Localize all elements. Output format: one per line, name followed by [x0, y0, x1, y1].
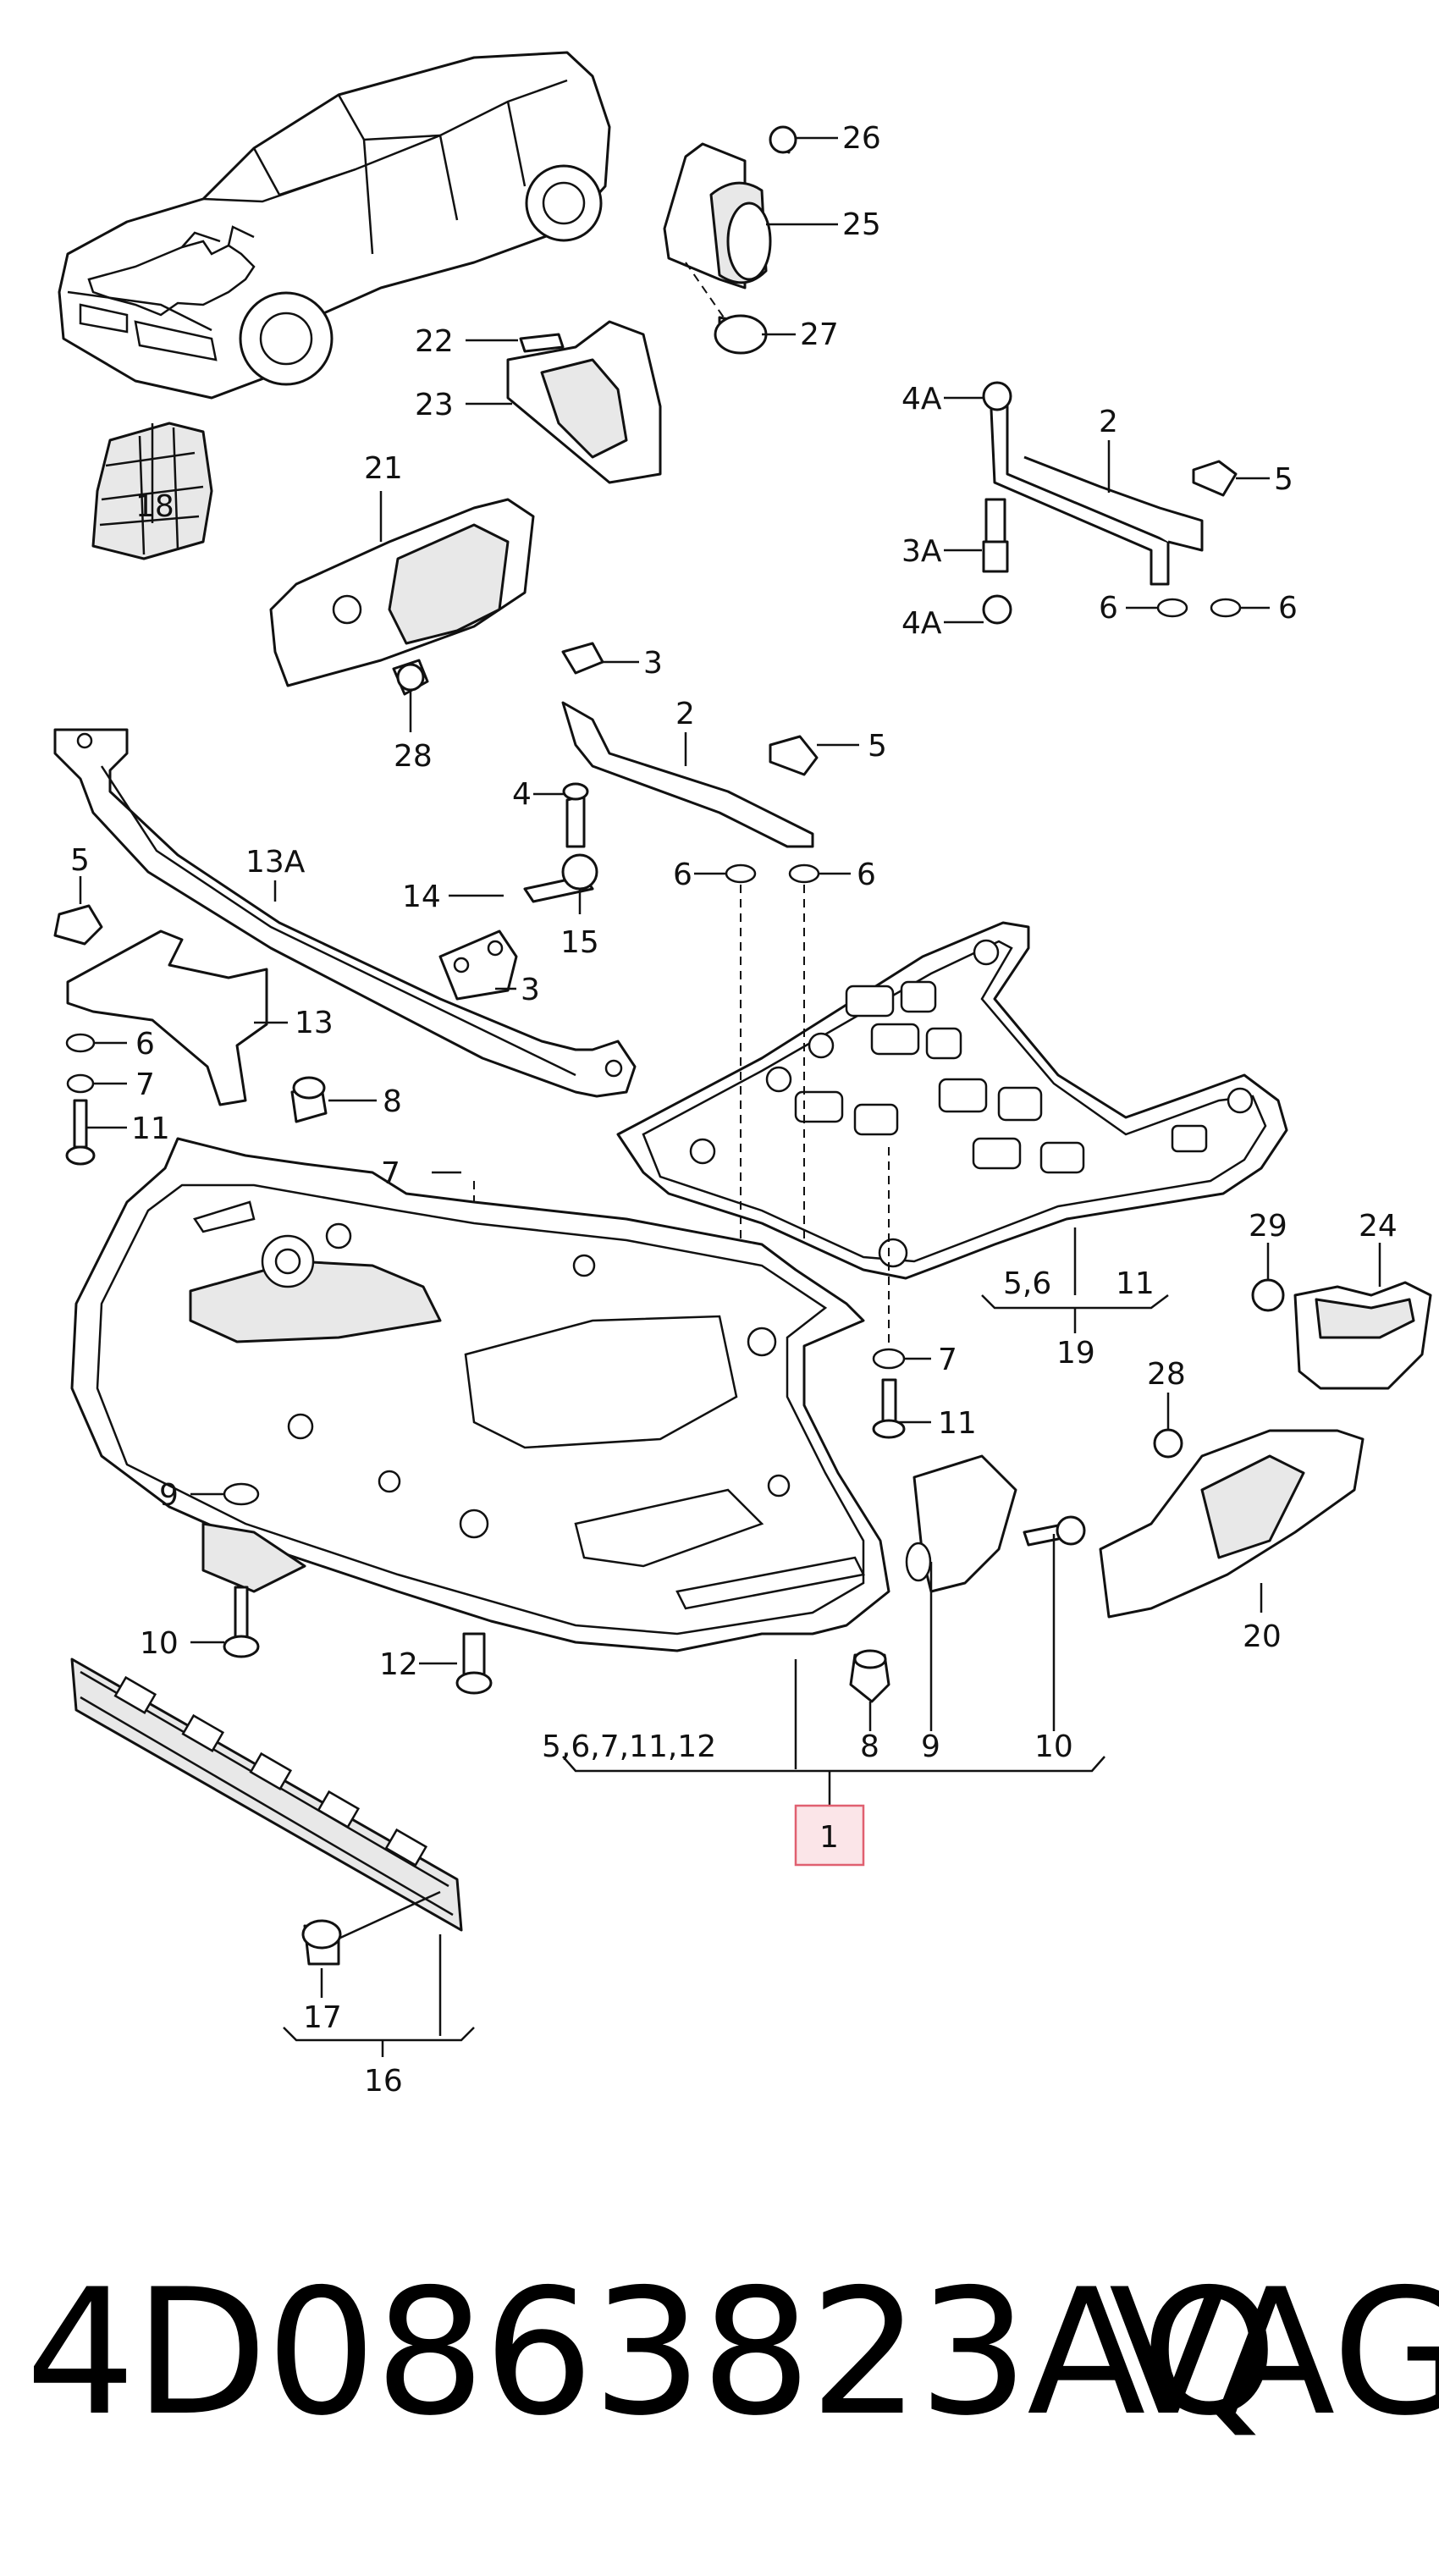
- callout-28-right: 28: [1147, 1357, 1186, 1392]
- callout-3-mid: 3: [643, 646, 663, 681]
- callout-12: 12: [379, 1647, 418, 1682]
- callout-5-mid: 5: [868, 729, 887, 764]
- part-25-group: [663, 125, 797, 355]
- part-20-group: [905, 1428, 1365, 1619]
- callout-19: 19: [1056, 1336, 1095, 1371]
- callout-5-top: 5: [1274, 462, 1293, 497]
- subframe-panel-19: [616, 921, 1288, 1280]
- callout-1-highlight-box: [794, 1804, 865, 1867]
- callout-10-bottom: 10: [1034, 1729, 1073, 1764]
- clip-17: [301, 1919, 342, 1966]
- clip-8: [290, 1076, 328, 1123]
- callout-3-low: 3: [521, 973, 540, 1007]
- callout-4A-bottom: 4A: [901, 606, 942, 641]
- underbody-panel-1: [70, 1137, 890, 1652]
- callout-9-bottom: 9: [921, 1729, 940, 1764]
- callout-7-left: 7: [135, 1067, 155, 1102]
- callout-8-mid: 8: [383, 1084, 402, 1119]
- clip-8-bottom: [849, 1649, 890, 1703]
- callout-19-sub-a: 5,6: [1003, 1266, 1051, 1301]
- callout-22: 22: [415, 324, 454, 359]
- part-21-heatshield: [269, 498, 535, 696]
- callout-1-sub: 5,6,7,11,12: [542, 1729, 716, 1764]
- clip-12: [455, 1632, 493, 1695]
- bracket-3-low: [438, 929, 518, 1001]
- callout-6-top-left: 6: [1099, 591, 1118, 626]
- strut-13A: [53, 728, 637, 1098]
- callout-18: 18: [135, 489, 174, 524]
- grille-16: [70, 1658, 463, 1932]
- part-number: 4D0863823AQ: [25, 2253, 1277, 2454]
- callout-13A: 13A: [245, 845, 306, 880]
- callout-9-left: 9: [159, 1478, 179, 1513]
- callout-28-top: 28: [394, 739, 433, 774]
- callout-20: 20: [1243, 1619, 1282, 1654]
- callout-6-top-right: 6: [1278, 591, 1298, 626]
- callout-17: 17: [303, 2000, 342, 2035]
- part-23-group: [506, 320, 662, 484]
- brace-2-top: [982, 381, 1242, 625]
- callout-26: 26: [842, 121, 881, 156]
- callout-5-left: 5: [70, 843, 90, 878]
- bracket-13: [53, 904, 268, 1166]
- callout-2-mid: 2: [675, 697, 695, 731]
- callout-13: 13: [295, 1006, 334, 1040]
- callout-16: 16: [364, 2064, 403, 2099]
- callout-2-top: 2: [1099, 405, 1118, 439]
- callout-24: 24: [1359, 1209, 1398, 1244]
- car-illustration: [58, 51, 611, 400]
- callout-4A-top: 4A: [901, 382, 942, 416]
- callout-11-right: 11: [938, 1406, 977, 1441]
- callout-6-left: 6: [135, 1027, 155, 1062]
- callout-19-sub-b: 11: [1116, 1266, 1155, 1301]
- callout-8-bottom: 8: [860, 1729, 879, 1764]
- callout-6-mid-left: 6: [673, 858, 692, 892]
- callout-7-center: 7: [381, 1156, 400, 1191]
- callout-11-left: 11: [131, 1111, 170, 1146]
- callout-21: 21: [364, 451, 403, 486]
- callout-7-right: 7: [938, 1343, 957, 1377]
- exploded-parts-diagram: 26 25 27 22 23 4A 2 5 3A 4A 6 6 18 21 28…: [53, 51, 1432, 2099]
- part-24-group: [1251, 1278, 1432, 1390]
- callout-10-left: 10: [140, 1626, 179, 1661]
- callout-29: 29: [1249, 1209, 1287, 1244]
- brace-2-mid: [561, 642, 820, 884]
- callout-25: 25: [842, 207, 881, 242]
- callout-6-mid-right: 6: [857, 858, 876, 892]
- callout-1: 1: [819, 1820, 839, 1855]
- callout-15: 15: [560, 925, 599, 960]
- footer: 4D0863823AQ VAG: [0, 2248, 1439, 2459]
- callout-23: 23: [415, 388, 454, 422]
- callout-4-mid: 4: [512, 777, 532, 812]
- bolt-15: [523, 853, 598, 903]
- callout-3A: 3A: [901, 534, 942, 569]
- callout-27: 27: [800, 317, 839, 352]
- brand-name: VAG: [1109, 2253, 1439, 2454]
- fasteners-9-10-left: [201, 1482, 306, 1658]
- callout-14: 14: [402, 880, 441, 914]
